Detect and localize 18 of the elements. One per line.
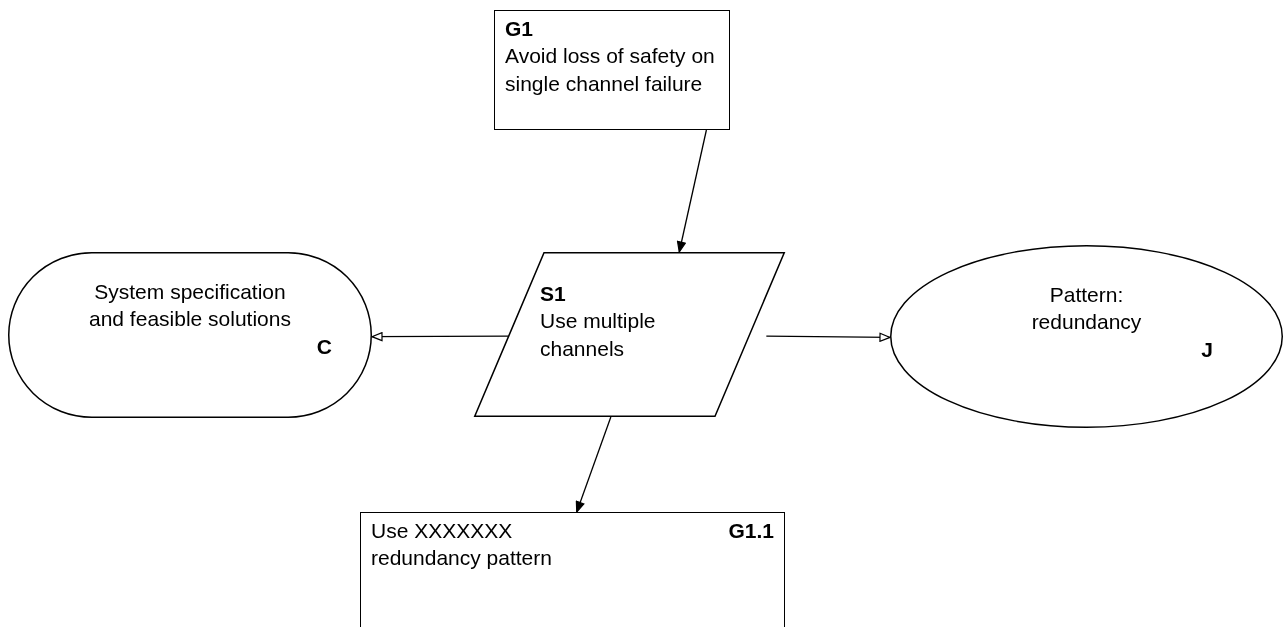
context-id: C — [316, 333, 332, 360]
justification-text: Pattern: redundancy — [1030, 282, 1143, 336]
arrow — [765, 332, 891, 342]
arrow — [575, 416, 612, 513]
goal-text: Use XXXXXXX redundancy pattern — [371, 518, 553, 572]
goal-id: G1.1 — [728, 518, 774, 544]
strategy-text: Use multiple channels — [540, 308, 657, 362]
goal-box — [494, 10, 730, 130]
arrow — [371, 332, 509, 342]
strategy-parallelogram — [474, 252, 785, 417]
strategy-id: S1 — [540, 281, 566, 307]
goal-text: Avoid loss of safety on single channel failure — [505, 43, 716, 97]
justification-ellipse — [890, 245, 1283, 428]
justification-id: J — [1201, 336, 1213, 363]
goal-box — [360, 512, 785, 627]
context-text: System specification and feasible solutions — [88, 279, 292, 333]
goal-id: G1 — [505, 16, 533, 42]
arrow — [676, 129, 708, 253]
